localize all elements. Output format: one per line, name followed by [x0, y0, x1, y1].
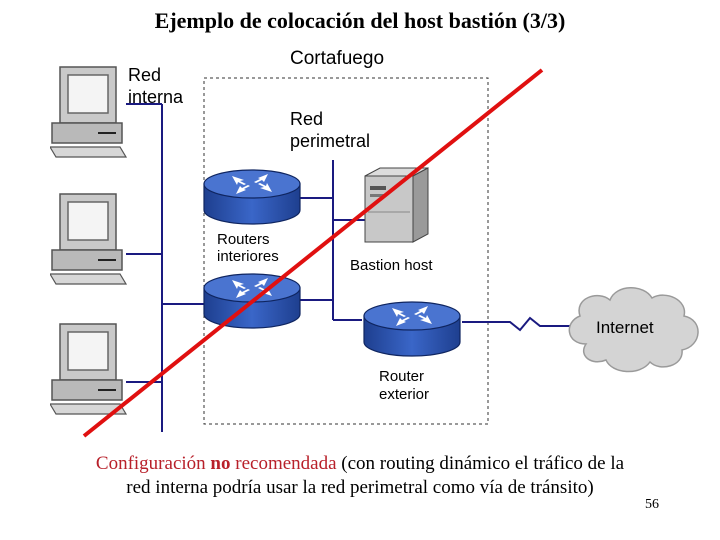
cross-out-line: [82, 68, 544, 438]
router-icon: [363, 301, 461, 357]
server-icon: [364, 167, 429, 243]
slide-title: Ejemplo de colocación del host bastión (…: [154, 8, 566, 33]
cloud-icon: [568, 287, 699, 373]
label-internet: Internet: [596, 318, 654, 337]
caption-text-1: (con routing dinámico el tráfico de la: [341, 453, 625, 474]
label-routers-interiores: Routers interiores: [217, 231, 279, 265]
pc-icon: [50, 66, 127, 158]
caption-text-2: red interna podría usar la red perimetra…: [126, 477, 594, 498]
label-cortafuego: Cortafuego: [290, 48, 385, 69]
pc-icon: [50, 193, 127, 285]
caption-red-2: recomendada: [235, 453, 337, 474]
page-number: 56: [645, 497, 659, 512]
caption: Configuración no recomendada (con routin…: [0, 452, 720, 500]
label-bastion-host: Bastion host: [350, 257, 433, 274]
router-icon: [203, 169, 301, 225]
label-router-exterior: Router exterior: [379, 368, 430, 403]
caption-no: no: [210, 453, 231, 474]
wan-link: [462, 316, 590, 332]
firewall-boundary: [203, 77, 489, 425]
pc-icon: [50, 323, 127, 415]
label-red-perimetral: Red perimetral: [290, 109, 371, 151]
label-red-interna: Red interna: [128, 65, 184, 107]
caption-red-1: Configuración: [95, 453, 206, 474]
